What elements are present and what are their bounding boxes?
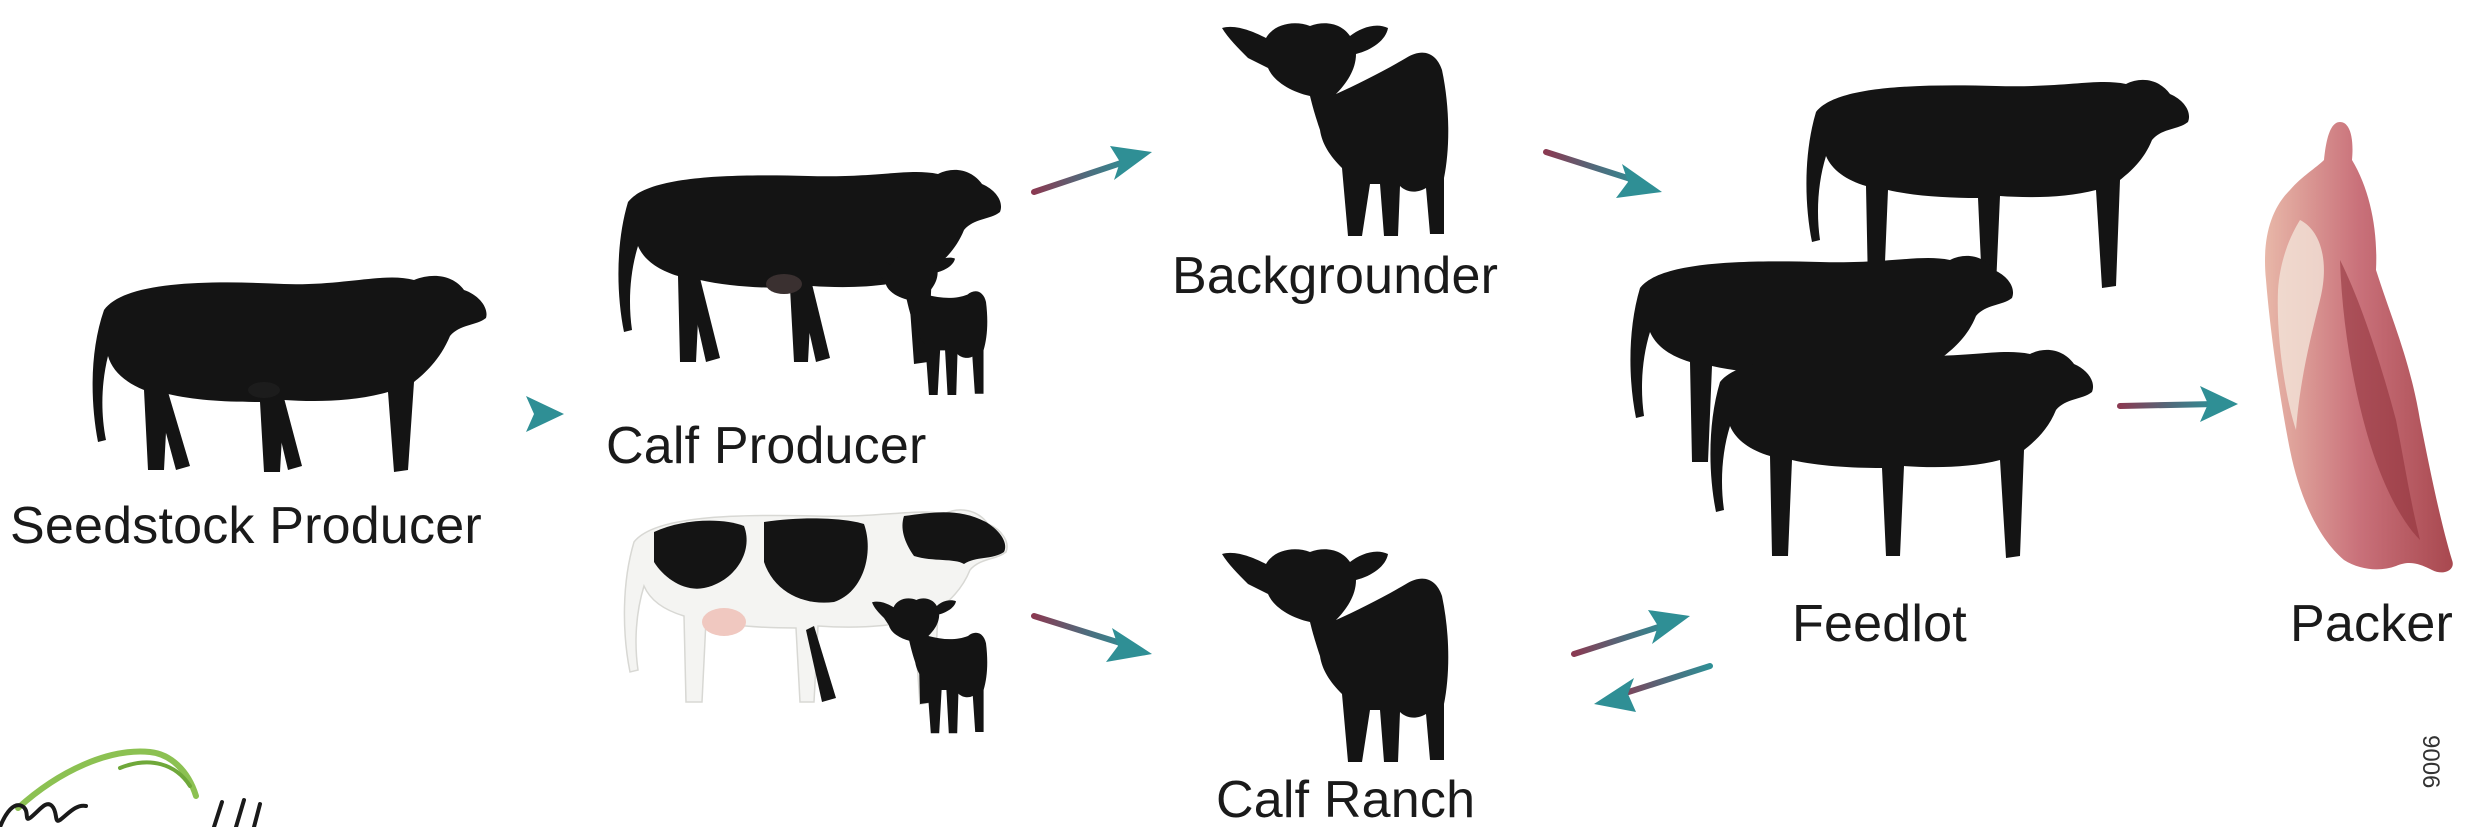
logo-mark	[0, 752, 260, 827]
backgrounder-label: Backgrounder	[1172, 246, 1498, 306]
arrow-feedlot-to-packer	[2120, 386, 2238, 422]
beef-carcass-icon	[2265, 122, 2453, 572]
seedstock-producer-label: Seedstock Producer	[10, 496, 482, 556]
calf-icon	[1222, 549, 1448, 762]
feedlot-label: Feedlot	[1792, 594, 1967, 654]
steers-icon	[1630, 80, 2189, 558]
calf-icon	[1222, 23, 1448, 236]
cow-with-calf-icon	[618, 170, 1001, 395]
arrow-dairy-to-calf-ranch	[1034, 616, 1152, 662]
packer-label: Packer	[2290, 594, 2453, 654]
arrow-feedlot-to-calf-ranch	[1594, 666, 1710, 712]
figure-code: 9006	[2416, 735, 2444, 788]
bull-icon	[93, 276, 487, 472]
holstein-cow-with-calf-icon	[624, 510, 1007, 733]
calf-ranch-label: Calf Ranch	[1216, 770, 1475, 830]
calf-producer-label: Calf Producer	[606, 416, 927, 476]
arrow-backgrounder-to-feedlot	[1546, 152, 1662, 198]
arrow-calf-ranch-to-feedlot	[1574, 610, 1690, 654]
arrow-seedstock-to-calf-producer	[444, 396, 564, 432]
arrow-calf-producer-to-backgrounder	[1034, 146, 1152, 192]
